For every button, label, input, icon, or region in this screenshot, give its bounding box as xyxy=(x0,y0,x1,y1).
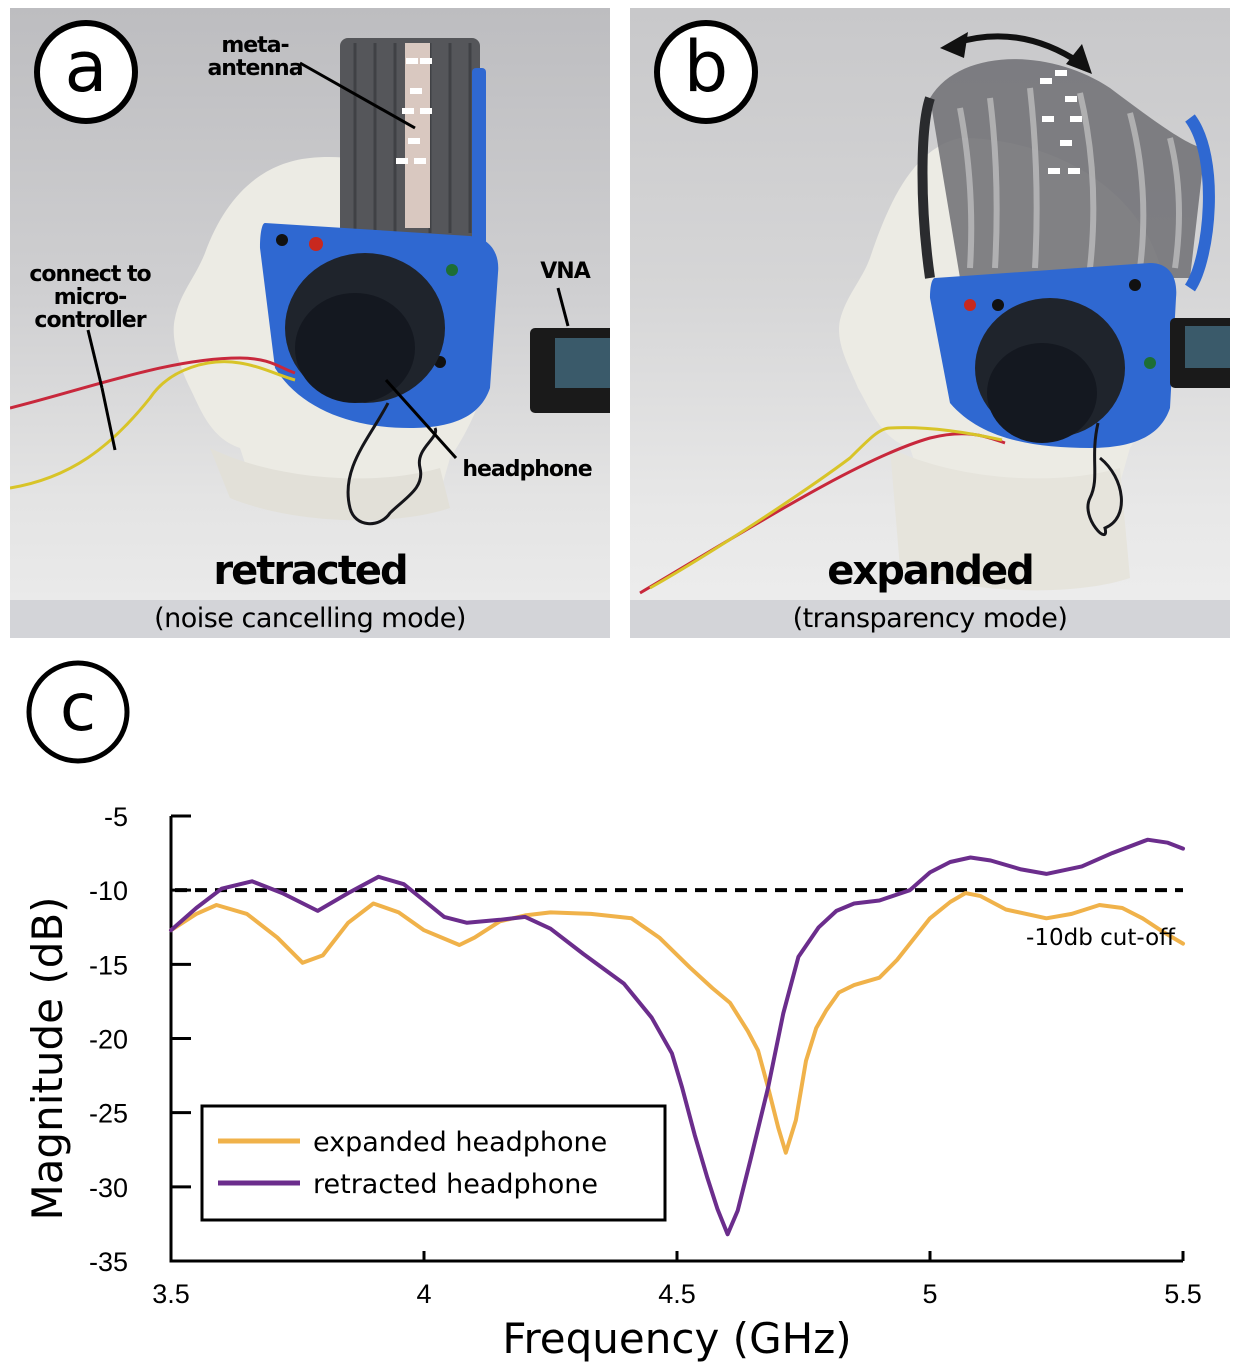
panel-label-c-circle xyxy=(26,660,130,764)
legend-label-expanded: expanded headphone xyxy=(313,1127,607,1158)
x-tick-label: 5 xyxy=(922,1279,937,1309)
x-axis-label: Frequency (GHz) xyxy=(502,1314,851,1363)
vna-annotation: VNA xyxy=(540,259,590,284)
mannequin-neck xyxy=(890,448,1130,591)
y-ticks: -5 -10 -15 -20 -25 -30 -35 xyxy=(89,802,191,1277)
y-tick-label: -25 xyxy=(89,1099,128,1129)
photo-panel-expanded: b expanded (transparency mode) xyxy=(630,8,1230,638)
caption-strip xyxy=(630,600,1230,638)
y-tick-label: -35 xyxy=(89,1247,128,1277)
expanded-headphone-photo xyxy=(639,32,1230,595)
x-tick-label: 4 xyxy=(416,1279,431,1309)
x-tick-label: 5.5 xyxy=(1164,1279,1202,1309)
caption-strip xyxy=(10,600,610,638)
panel-label-a: a xyxy=(34,20,138,124)
mode-subtitle: (transparency mode) xyxy=(792,603,1068,634)
mannequin-neck xyxy=(210,448,450,521)
antenna-trace xyxy=(405,43,430,228)
panel-label-b: b xyxy=(654,20,758,124)
legend: expanded headphone retracted headphone xyxy=(200,1104,667,1222)
series-line-expanded xyxy=(169,891,1185,1155)
y-tick-label: -20 xyxy=(89,1025,128,1055)
meta-antenna-annotation: meta- antenna xyxy=(207,33,303,82)
y-tick-label: -15 xyxy=(89,950,128,980)
controller-annotation: connect to micro- controller xyxy=(29,262,151,334)
s11-chart: c -5 -10 -15 -20 -25 -30 -35 3.5 4 4.5 5 5.5 Magni… xyxy=(23,660,1202,1363)
expand-arrow xyxy=(954,33,1082,66)
series-line-retracted xyxy=(169,837,1185,1237)
legend-box xyxy=(200,1104,667,1222)
y-axis-label: Magnitude (dB) xyxy=(23,896,72,1220)
x-tick-label: 3.5 xyxy=(152,1279,190,1309)
legend-label-retracted: retracted headphone xyxy=(313,1169,598,1200)
retracted-headphone-photo xyxy=(10,38,610,526)
mode-title: expanded xyxy=(827,548,1034,594)
y-tick-label: -30 xyxy=(89,1173,128,1203)
headphone-annotation: headphone xyxy=(462,457,592,482)
cutoff-label: -10db cut-off xyxy=(1026,925,1176,951)
y-tick-label: -5 xyxy=(104,802,128,832)
mode-title: retracted xyxy=(213,548,408,594)
y-tick-label: -10 xyxy=(89,876,128,906)
x-tick-label: 4.5 xyxy=(658,1279,696,1309)
x-ticks: 3.5 4 4.5 5 5.5 xyxy=(152,1251,1202,1309)
photo-panel-retracted: a meta- antenna connect to micro- contro… xyxy=(10,8,610,638)
series-group xyxy=(169,837,1185,1237)
mode-subtitle: (noise cancelling mode) xyxy=(154,603,466,634)
panel-label-c: c xyxy=(60,669,96,746)
